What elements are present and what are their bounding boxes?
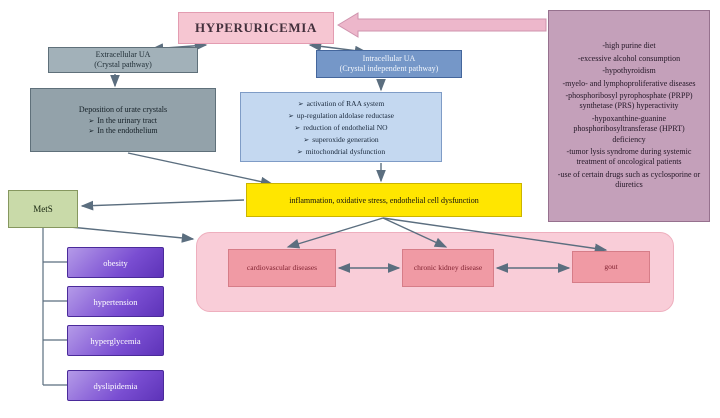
cause-item: -phosphoribosyl pyrophosphate (PRPP) syn… (565, 91, 693, 111)
extracellular-ua-box: Extracellular UA (Crystal pathway) (48, 47, 198, 73)
outcome-label: gout (604, 262, 618, 272)
deposition-list: ➢In the urinary tract ➢In the endotheliu… (88, 116, 157, 135)
mechanism-item: ➢activation of RAA system (298, 99, 385, 108)
intracellular-ua-sublabel: (Crystal independent pathway) (339, 64, 439, 73)
mechanism-item-text: activation of RAA system (306, 98, 385, 108)
cause-item: -hypoxanthine-guanine phosphoribosyltran… (573, 113, 685, 144)
mets-component-hyperglycemia: hyperglycemia (67, 325, 164, 356)
cause-item: -hypothyroidism (602, 66, 656, 76)
mechanism-item: ➢up-regulation aldolase reductase (288, 111, 394, 120)
mechanism-item-text: mitochondrial dysfunction (305, 146, 386, 156)
mechanism-item: ➢mitochondrial dysfunction (297, 147, 385, 156)
deposition-item-text: In the urinary tract (97, 116, 157, 125)
mechanism-item-text: up-regulation aldolase reductase (296, 110, 394, 120)
mechanism-item: ➢superoxide generation (303, 135, 378, 144)
outcome-cardiovascular: cardiovascular diseases (228, 249, 336, 287)
mechanism-item-text: reduction of endothelial NO (303, 122, 388, 132)
arrow-bullet-icon: ➢ (88, 117, 95, 125)
arrow-mets-outcomes (69, 226, 195, 243)
outcome-label: cardiovascular diseases (246, 263, 318, 273)
cause-item: -tumor lysis syndrome during systemic tr… (566, 146, 692, 167)
cause-item: -use of certain drugs such as cyclospori… (557, 169, 701, 190)
arrow-bullet-icon: ➢ (288, 111, 294, 120)
outcome-gout: gout (572, 251, 650, 283)
arrow-bullet-icon: ➢ (88, 127, 95, 135)
cause-item: -excessive alcohol consumption (577, 53, 681, 63)
deposition-title: Deposition of urate crystals (78, 105, 168, 114)
component-label: hyperglycemia (90, 335, 141, 346)
outcome-kidney: chronic kidney disease (402, 249, 494, 287)
arrow-bullet-icon: ➢ (297, 99, 304, 108)
inflammation-box: inflammation, oxidative stress, endothel… (246, 183, 522, 217)
deposition-item: ➢In the endothelium (88, 126, 157, 135)
arrow-bullet-icon: ➢ (303, 135, 310, 144)
component-label: obesity (103, 257, 128, 268)
hyperuricemia-title: HYPERURICEMIA (195, 20, 317, 35)
arrow-bullet-icon: ➢ (296, 147, 303, 156)
deposition-box: Deposition of urate crystals ➢In the uri… (30, 88, 216, 152)
arrow-inflammation-mets (80, 199, 245, 211)
extracellular-ua-sublabel: (Crystal pathway) (94, 60, 152, 69)
extracellular-ua-label: Extracellular UA (95, 50, 151, 59)
causes-box: -high purine diet -excessive alcohol con… (548, 10, 710, 222)
component-label: hypertension (93, 296, 138, 307)
deposition-item: ➢In the urinary tract (88, 116, 157, 125)
mechanisms-box: ➢activation of RAA system ➢up-regulation… (240, 92, 442, 162)
arrow-deposition-inflammation (127, 152, 274, 187)
arrow-inflammation-cardiovascular (286, 217, 384, 249)
outcome-label: chronic kidney disease (413, 263, 483, 273)
mets-label: MetS (33, 204, 53, 214)
mets-component-obesity: obesity (67, 247, 164, 278)
mechanism-item-text: superoxide generation (312, 134, 379, 144)
mets-components-tree (42, 228, 67, 386)
arrow-inflammation-gout (382, 217, 608, 254)
arrow-bullet-icon: ➢ (294, 123, 301, 132)
causes-block-arrow (337, 12, 547, 38)
arrow-inflammation-kidney (382, 217, 448, 248)
inflammation-label: inflammation, oxidative stress, endothel… (289, 195, 479, 205)
cause-item: -myelo- and lymphoproliferative diseases (562, 78, 696, 88)
mechanism-item: ➢reduction of endothelial NO (294, 123, 387, 132)
mets-component-hypertension: hypertension (67, 286, 164, 317)
mets-component-dyslipidemia: dyslipidemia (67, 370, 164, 401)
intracellular-ua-label: Intracellular UA (362, 54, 416, 63)
mets-box: MetS (8, 190, 78, 228)
cause-item: -high purine diet (602, 41, 656, 51)
hyperuricemia-box: HYPERURICEMIA (178, 12, 334, 44)
intracellular-ua-box: Intracellular UA (Crystal independent pa… (316, 50, 462, 78)
component-label: dyslipidemia (93, 380, 138, 391)
deposition-item-text: In the endothelium (97, 126, 158, 135)
